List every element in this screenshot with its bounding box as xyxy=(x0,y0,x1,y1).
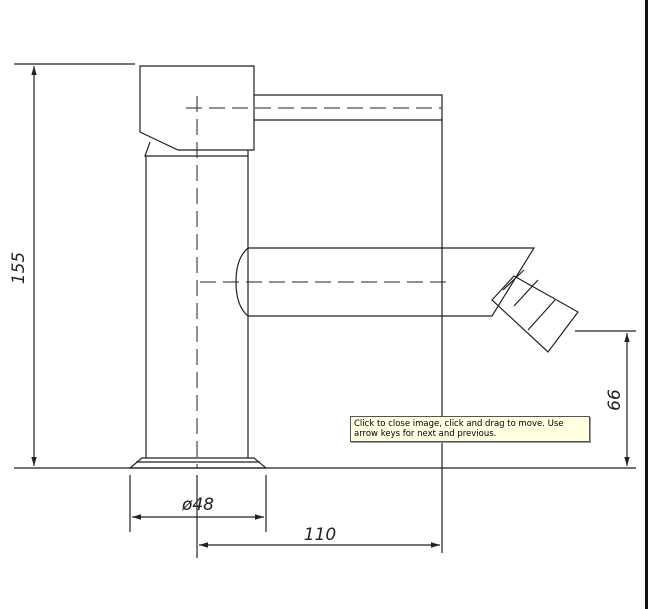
dimension-label-height: 155 xyxy=(9,252,29,284)
faucet-base xyxy=(128,457,268,469)
viewer-help-tooltip[interactable]: Click to close image, click and drag to … xyxy=(350,416,590,442)
spout xyxy=(235,247,536,317)
dimension-label-base-diameter: ø48 xyxy=(181,495,214,515)
faucet-body xyxy=(145,156,249,458)
dimension-label-spout-height: 66 xyxy=(605,389,625,411)
aerator-inner xyxy=(502,269,556,331)
dimension-label-spout-reach: 110 xyxy=(304,525,336,545)
tooltip-text: Click to close image, click and drag to … xyxy=(354,419,564,439)
handle-block xyxy=(139,65,255,151)
viewer-edge xyxy=(645,0,648,609)
aerator xyxy=(491,275,579,353)
